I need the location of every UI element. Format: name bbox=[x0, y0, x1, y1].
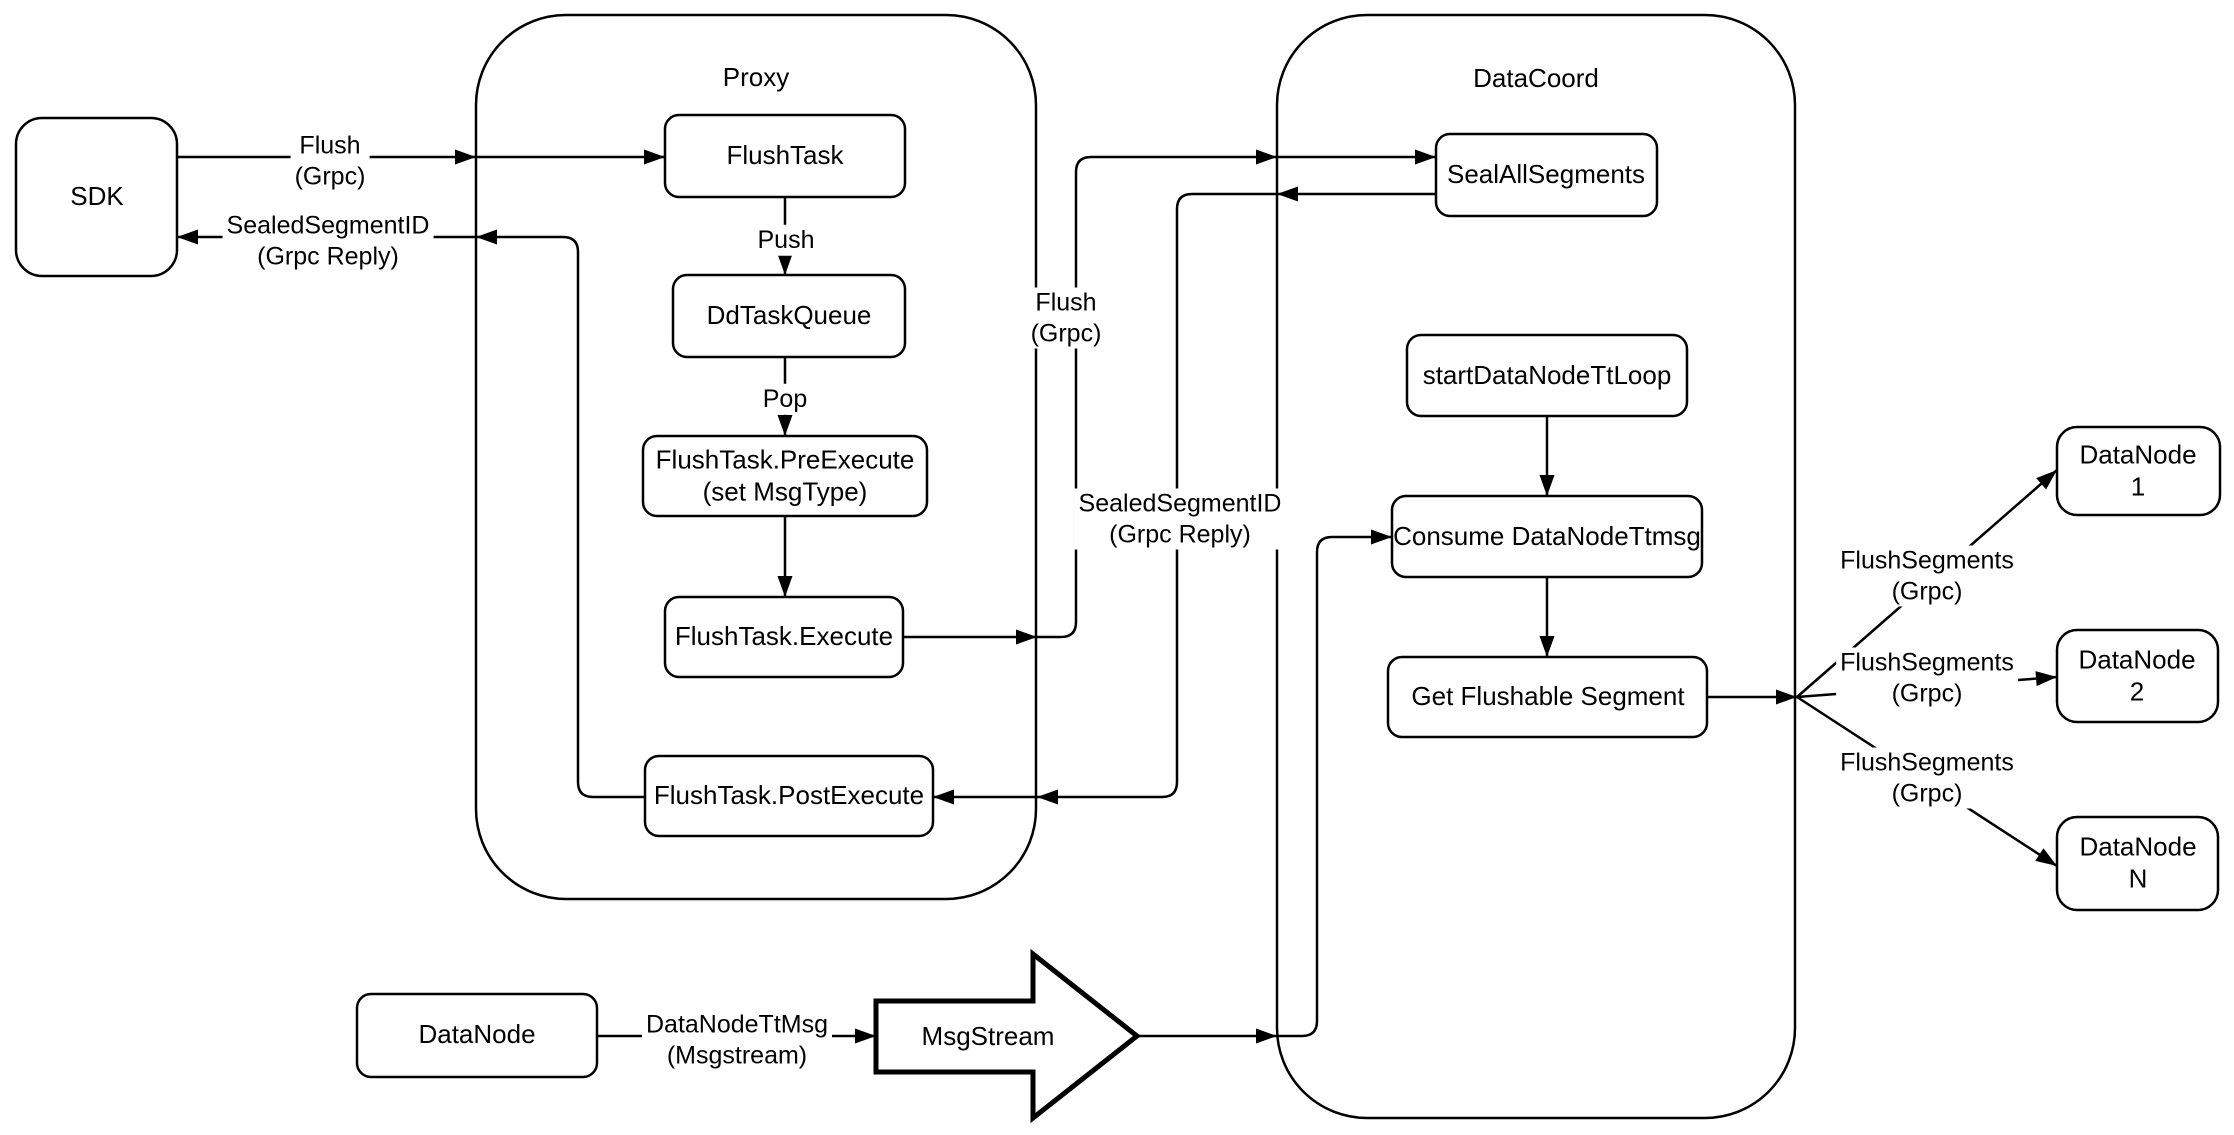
preexecute-label: FlushTask.PreExecute (set MsgType) bbox=[655, 444, 915, 506]
arrowhead-icon bbox=[933, 789, 954, 805]
datanode2-node bbox=[2055, 628, 2220, 724]
flushtask-label: FlushTask bbox=[726, 140, 844, 171]
datanoden-label: DataNode N bbox=[2079, 831, 2197, 893]
consumedatanodettmsg-label: Consume DataNodeTtmsg bbox=[1393, 521, 1701, 552]
edge-postexecute-to-sdk bbox=[177, 235, 645, 799]
datanoden-node bbox=[2055, 815, 2220, 912]
ddtaskqueue-node bbox=[671, 273, 907, 359]
msgstream-label: MsgStream bbox=[921, 1021, 1055, 1052]
edge-label-flushsegments-2: FlushSegments (Grpc) bbox=[1836, 647, 2018, 709]
arrowhead-icon bbox=[2036, 470, 2057, 490]
arrowhead-icon bbox=[476, 229, 497, 245]
arrowhead-icon bbox=[1371, 529, 1392, 545]
datanode1-label: DataNode 1 bbox=[2079, 439, 2197, 501]
arrowhead-icon bbox=[1037, 789, 1058, 805]
datanode-bottom-node bbox=[355, 992, 599, 1079]
arrowhead-icon bbox=[777, 576, 793, 597]
datanode1-node bbox=[2055, 425, 2222, 517]
ddtaskqueue-label: DdTaskQueue bbox=[706, 300, 872, 331]
edge-label-sealedsegmentid-mid: SealedSegmentID (Grpc Reply) bbox=[1074, 488, 1286, 550]
startdatanodettloop-node bbox=[1405, 333, 1689, 418]
arrowhead-icon bbox=[1256, 1028, 1277, 1044]
arrowhead-icon bbox=[1016, 629, 1037, 645]
arrowhead-icon bbox=[1539, 475, 1555, 496]
sdk-label: SDK bbox=[70, 181, 124, 212]
edge-msgstream-to-consume bbox=[1137, 535, 1392, 1038]
arrowhead-icon bbox=[1539, 636, 1555, 657]
startdatanodettloop-label: startDataNodeTtLoop bbox=[1422, 360, 1672, 391]
edge-label-flush-grpc-mid: Flush (Grpc) bbox=[1026, 287, 1106, 349]
getflushablesegment-label: Get Flushable Segment bbox=[1411, 681, 1685, 712]
edge-label-pop: Pop bbox=[758, 383, 812, 415]
edge-label-push: Push bbox=[753, 224, 819, 256]
edge-label-flush-grpc-sdk: Flush (Grpc) bbox=[290, 130, 370, 192]
arrowheads bbox=[177, 149, 2057, 1044]
arrowhead-icon bbox=[1256, 149, 1277, 165]
arrowhead-icon bbox=[1277, 186, 1298, 202]
sdk-node bbox=[14, 116, 179, 278]
edge-execute-to-sealallsegments bbox=[903, 155, 1436, 639]
arrowhead-icon bbox=[455, 149, 476, 165]
edge-label-flushsegments-n: FlushSegments (Grpc) bbox=[1836, 747, 2018, 809]
arrowhead-icon bbox=[1415, 149, 1436, 165]
arrowhead-icon bbox=[1776, 689, 1797, 705]
execute-label: FlushTask.Execute bbox=[674, 621, 894, 652]
arrowhead-icon bbox=[2035, 848, 2057, 866]
edge-label-datanodettmsg: DataNodeTtMsg (Msgstream) bbox=[641, 1009, 833, 1071]
datanode-bottom-label: DataNode bbox=[418, 1019, 536, 1050]
arrowhead-icon bbox=[2035, 671, 2057, 687]
sealallsegments-label: SealAllSegments bbox=[1447, 159, 1645, 190]
msgstream-arrow-shape bbox=[873, 948, 1142, 1124]
arrowhead-icon bbox=[777, 254, 793, 275]
datacoord-container-title: DataCoord bbox=[1473, 63, 1599, 94]
arrowhead-icon bbox=[777, 415, 793, 436]
edge-label-sealedsegmentid-sdk: SealedSegmentID (Grpc Reply) bbox=[222, 210, 434, 272]
arrowhead-icon bbox=[855, 1028, 876, 1044]
edge-label-flushsegments-1: FlushSegments (Grpc) bbox=[1836, 545, 2018, 607]
sealallsegments-node bbox=[1434, 132, 1659, 218]
postexecute-label: FlushTask.PostExecute bbox=[653, 780, 925, 811]
datanode2-label: DataNode 2 bbox=[2078, 644, 2196, 706]
arrowhead-icon bbox=[177, 229, 198, 245]
flushtask-node bbox=[663, 113, 907, 199]
arrowhead-icon bbox=[644, 149, 665, 165]
postexecute-node bbox=[643, 754, 935, 838]
getflushablesegment-node bbox=[1386, 655, 1709, 739]
execute-node bbox=[663, 595, 905, 679]
proxy-container-title: Proxy bbox=[722, 62, 790, 93]
